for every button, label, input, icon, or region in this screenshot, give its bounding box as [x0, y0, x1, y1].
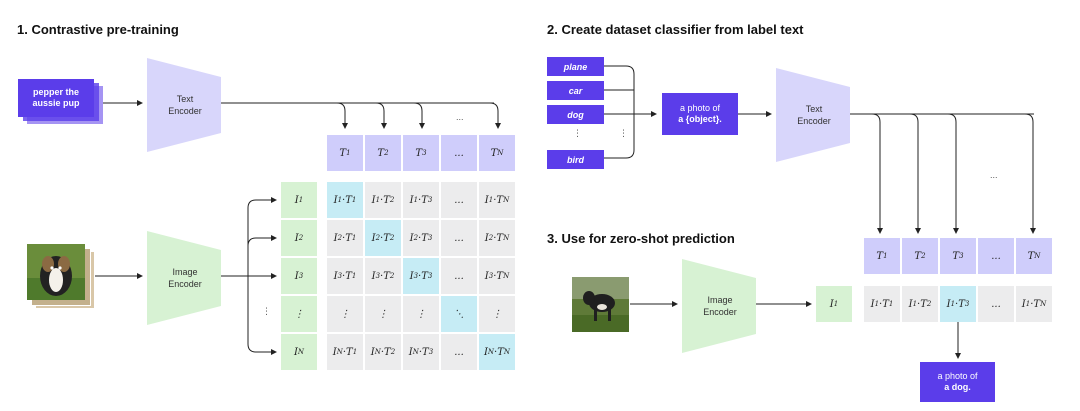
matrix-cell: ⋮: [327, 296, 363, 332]
result-line1: a photo of: [937, 371, 978, 381]
matrix-cell: ...: [441, 182, 477, 218]
matrix-cell: ⋱: [441, 296, 477, 332]
matrix-cell: ⋮: [365, 296, 401, 332]
text-encoder-2-shape: [776, 68, 850, 162]
label-vdots: ⋮: [573, 128, 582, 138]
label-car: car: [547, 81, 604, 100]
section1-title: 1. Contrastive pre-training: [17, 22, 179, 37]
template-line2: a {object}.: [678, 114, 722, 124]
zeroshot-cell: ...: [978, 286, 1014, 322]
dog-image-1: [27, 244, 85, 300]
matrix-cell: ...: [441, 258, 477, 294]
section3-title: 3. Use for zero-shot prediction: [547, 231, 735, 246]
text-header-ellipsis: ...: [456, 112, 464, 122]
label-plane: plane: [547, 57, 604, 76]
result-line2: a dog.: [944, 382, 971, 392]
section2-title: 2. Create dataset classifier from label …: [547, 22, 804, 37]
zeroshot-t-header: ...: [978, 238, 1014, 274]
dog-image-2: [572, 277, 629, 332]
image-encoder-2-shape: [682, 259, 756, 353]
label-dog: dog: [547, 105, 604, 124]
text-input-line2: aussie pup: [32, 98, 80, 108]
template-line1: a photo of: [679, 103, 721, 113]
matrix-cell: ⋮: [403, 296, 439, 332]
matrix-t-header: ...: [441, 135, 477, 171]
image-header-vdots: ⋮: [262, 306, 271, 316]
image-encoder-1-shape: [147, 231, 221, 325]
matrix-i-header: ⋮: [281, 296, 317, 332]
text-input-line1: pepper the: [32, 87, 79, 97]
label-bird: bird: [547, 150, 604, 169]
matrix-cell: ⋮: [479, 296, 515, 332]
classifier-ellipsis: ...: [990, 170, 998, 180]
matrix-cell: ...: [441, 334, 477, 370]
matrix-cell: ...: [441, 220, 477, 256]
label-vdots-right: ⋮: [619, 128, 628, 138]
text-encoder-1-shape: [147, 58, 221, 152]
